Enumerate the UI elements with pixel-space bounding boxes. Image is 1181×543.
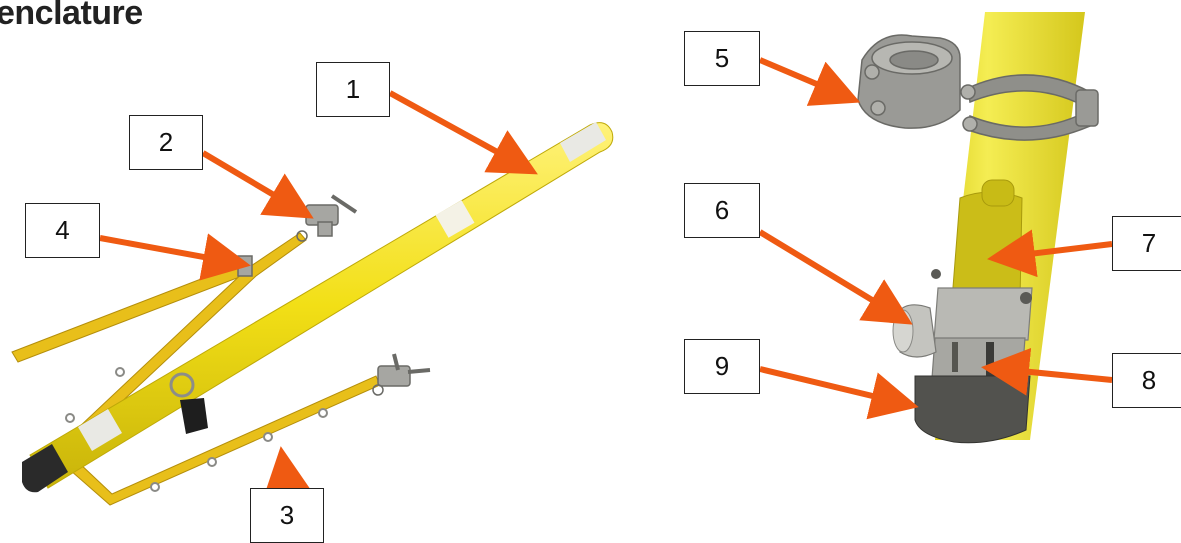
- arrow-4: [99, 233, 251, 281]
- inner-cylinder: [951, 191, 1023, 301]
- arrow-1: [388, 90, 538, 175]
- arrow-5: [758, 57, 861, 106]
- callout-arrows: [99, 57, 1113, 499]
- arrow-8: [981, 347, 1113, 396]
- clamp-2: [296, 194, 358, 242]
- arrow-6: [758, 229, 913, 325]
- clamp-3: [372, 353, 431, 396]
- label-8: 8: [1112, 353, 1181, 408]
- base-cap: [914, 375, 1031, 444]
- label-6: 6: [684, 183, 760, 238]
- handle-knob: [180, 398, 208, 434]
- arrow-2: [201, 150, 314, 219]
- label-5: 5: [684, 31, 760, 86]
- label-3: 3: [250, 488, 324, 543]
- pole-mount-detail: [857, 12, 1099, 444]
- arrow-7: [987, 229, 1113, 278]
- label-4: 4: [25, 203, 100, 258]
- label-1: 1: [316, 62, 390, 117]
- page-title: enclature: [0, 0, 143, 32]
- hot-stick-assembly: [11, 122, 614, 506]
- pole-end-cap: [22, 444, 68, 493]
- band-clamp: [857, 34, 1099, 141]
- label-2: 2: [129, 115, 203, 170]
- label-7: 7: [1112, 216, 1181, 271]
- label-9: 9: [684, 339, 760, 394]
- arrow-9: [759, 366, 919, 420]
